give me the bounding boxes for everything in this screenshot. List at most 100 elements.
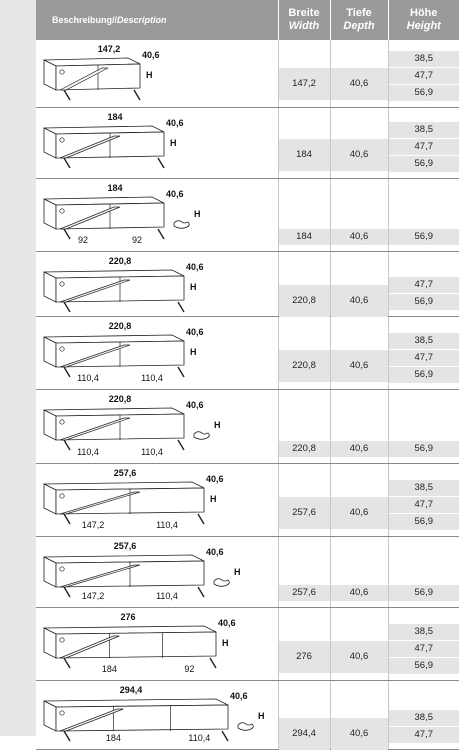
height-value: 38,5 bbox=[389, 51, 459, 68]
height-label: H bbox=[234, 567, 241, 577]
leg bbox=[64, 731, 70, 741]
width-cell: 294,4 bbox=[278, 681, 330, 750]
cabinet-front bbox=[56, 705, 228, 731]
depth-label: 40,6 bbox=[166, 118, 184, 128]
leg bbox=[64, 158, 70, 168]
total-width-label: 276 bbox=[120, 612, 135, 622]
leg bbox=[64, 229, 70, 239]
width-cell-value: 294,4 bbox=[279, 718, 330, 750]
width-cell: 220,8 bbox=[278, 317, 330, 390]
depth-cell: 40,6 bbox=[330, 464, 388, 537]
height-cell: 56,9 bbox=[388, 179, 459, 252]
header-width-de: Breite bbox=[288, 7, 319, 19]
height-value: 47,7 bbox=[389, 727, 459, 743]
side-tab bbox=[0, 0, 36, 736]
total-width-label: 257,6 bbox=[114, 468, 137, 478]
depth-cell: 40,6 bbox=[330, 317, 388, 390]
depth-cell-value: 40,6 bbox=[331, 285, 388, 317]
height-value: 56,9 bbox=[389, 229, 459, 245]
depth-cell: 40,6 bbox=[330, 179, 388, 252]
depth-cell-value: 40,6 bbox=[331, 350, 388, 382]
leg bbox=[198, 514, 204, 524]
leg bbox=[64, 90, 70, 100]
height-value: 47,7 bbox=[389, 68, 459, 85]
height-value: 47,7 bbox=[389, 641, 459, 658]
depth-label: 40,6 bbox=[206, 547, 224, 557]
depth-cell: 40,6 bbox=[330, 390, 388, 464]
header-desc-en: Description bbox=[117, 15, 167, 25]
depth-cell-value: 40,6 bbox=[331, 139, 388, 171]
col-header-description: Beschreibung//Description bbox=[36, 0, 278, 40]
height-value: 56,9 bbox=[389, 367, 459, 383]
height-value: 56,9 bbox=[389, 156, 459, 172]
sideboard-drawing: 220,840,6H bbox=[36, 252, 278, 316]
leg bbox=[64, 587, 70, 597]
section-width-label: 110,4 bbox=[141, 373, 163, 383]
total-width-label: 294,4 bbox=[120, 685, 143, 695]
height-value: 47,7 bbox=[389, 497, 459, 514]
height-label: H bbox=[222, 638, 229, 648]
section-width-label: 92 bbox=[184, 664, 194, 674]
section-width-label: 110,4 bbox=[156, 520, 178, 530]
depth-cell-value: 40,6 bbox=[331, 718, 388, 750]
width-cell-value: 276 bbox=[279, 641, 330, 673]
depth-cell: 40,6 bbox=[330, 252, 388, 317]
depth-label: 40,6 bbox=[218, 618, 236, 628]
leg bbox=[222, 731, 228, 741]
depth-label: 40,6 bbox=[186, 327, 204, 337]
depth-label: 40,6 bbox=[166, 189, 184, 199]
depth-label: 40,6 bbox=[230, 691, 248, 701]
header-width-en: Width bbox=[289, 20, 319, 32]
width-cell-value: 184 bbox=[279, 229, 330, 245]
total-width-label: 220,8 bbox=[109, 321, 132, 331]
hand-icon bbox=[174, 221, 189, 229]
height-value: 38,5 bbox=[389, 480, 459, 497]
total-width-label: 220,8 bbox=[109, 394, 132, 404]
section-width-label: 147,2 bbox=[82, 520, 105, 530]
depth-cell: 40,6 bbox=[330, 537, 388, 608]
height-label: H bbox=[258, 711, 265, 721]
width-cell: 184 bbox=[278, 108, 330, 179]
depth-cell-value: 40,6 bbox=[331, 441, 388, 457]
width-cell-value: 220,8 bbox=[279, 441, 330, 457]
header-height-de: Höhe bbox=[410, 7, 438, 19]
leg bbox=[198, 587, 204, 597]
hand-icon bbox=[238, 723, 253, 731]
width-cell: 257,6 bbox=[278, 537, 330, 608]
depth-label: 40,6 bbox=[186, 262, 204, 272]
height-value: 38,5 bbox=[389, 624, 459, 641]
height-label: H bbox=[214, 420, 221, 430]
leg bbox=[64, 440, 70, 450]
width-cell: 220,8 bbox=[278, 252, 330, 317]
header-desc-de: Beschreibung// bbox=[52, 15, 117, 25]
section-width-label: 92 bbox=[78, 235, 88, 245]
width-cell-value: 220,8 bbox=[279, 350, 330, 382]
total-width-label: 184 bbox=[107, 112, 122, 122]
section-width-label: 147,2 bbox=[82, 591, 105, 601]
height-value: 38,5 bbox=[389, 122, 459, 139]
